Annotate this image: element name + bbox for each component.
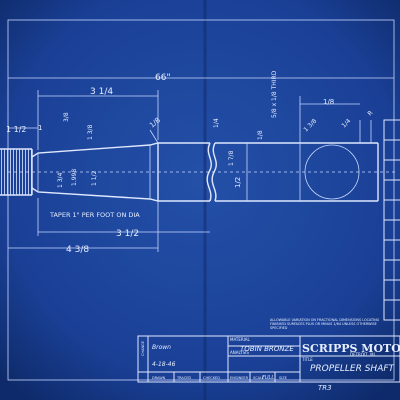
diameter-callout-c: 1 3/4 [57,172,64,188]
keyway-note: 5/8 x 1/8 THIRD [271,70,278,118]
right-small-dim: 1/8 [257,130,264,140]
tolerance-note-box: ALLOWABLE VARIATION ON FRACTIONAL DIMENS… [270,318,380,330]
company-name: SCRIPPS MOTOR [302,342,400,355]
left-end-dim-2: 1 [38,124,42,132]
material-value: TOBIN BRONZE [240,345,294,353]
size-label: SIZE [279,376,287,380]
keyway-section [304,144,360,200]
right-dim-e: R [366,110,374,118]
break-line-right [211,142,217,202]
overall-dim: 66" [155,73,171,83]
drawing-date: 4-18-46 [152,361,176,368]
right-dim-f: 1/4 [213,118,220,128]
break-line-left [206,142,212,202]
revision-grid [384,139,400,301]
threaded-end [0,149,32,195]
upper-length-dim: 3 1/4 [90,87,113,97]
tolerance-note: ALLOWABLE VARIATION ON FRACTIONAL DIMENS… [270,318,380,330]
scale-label: SCALE [253,376,264,380]
checked-label: CHECKED [203,376,220,380]
taper-length-dim: 4 3/8 [66,245,89,255]
right-dim-b: 1/8 [323,98,334,106]
change-label: CHANGE [141,341,145,356]
taper-note: TAPER 1" PER FOOT ON DIA [49,211,140,219]
lower-length-dim: 3 1/2 [116,229,139,239]
diameter-callout-d: 1.998 [71,169,78,186]
analysis-label: ANALYSIS [230,350,249,355]
material-label: MATERIAL [230,337,251,342]
diameter-callout-e: 1 1/2 [91,170,98,186]
left-end-dim: 1 1/2 [6,125,27,134]
drawn-by-signature: Brown [152,344,171,351]
title-label: TITLE [301,357,313,362]
right-dim-d: 1/4 [340,118,352,130]
company-location: DETROIT, MI [350,352,375,357]
engineer-label: ENGINEER [230,376,249,380]
traced-label: TRACED [176,376,191,380]
drawing-title: PROPELLER SHAFT [310,364,396,374]
drawn-label: DRAWN [152,376,166,380]
right-diameter-a: 1 7/8 [228,150,235,166]
right-diameter-b: 1/2 [234,177,242,188]
drawing-number-stamp: TR3 [318,384,332,392]
scale-value: FULL [262,375,274,381]
diameter-callout-b: 1 3/8 [87,124,94,140]
diameter-callout-a: 3/8 [63,112,70,122]
title-block [137,335,400,383]
